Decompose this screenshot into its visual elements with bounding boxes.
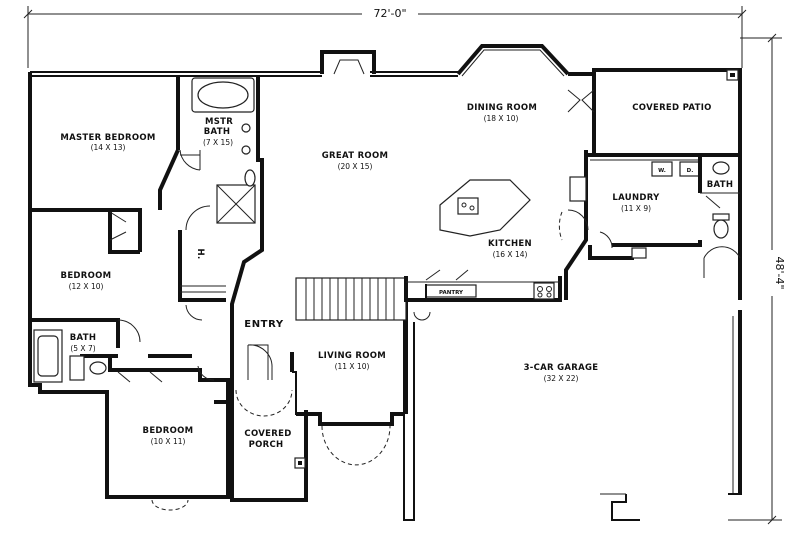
master-bath-label-2: BATH [204,127,231,137]
living-room-size: (11 X 10) [335,362,370,371]
doors [109,89,741,383]
master-bath-label-1: MSTR [205,117,233,127]
bedroom-2-size: (12 X 10) [69,282,104,291]
hall-closet-label: H. [195,249,205,260]
dining-room-size: (18 X 10) [484,114,519,123]
pantry-label: PANTRY [439,290,464,296]
exterior-walls [28,44,742,521]
door-swings [151,211,563,511]
bath-size: (5 X 7) [70,344,95,353]
kitchen-label: KITCHEN [488,239,532,249]
staircase [305,278,395,320]
covered-patio-label: COVERED PATIO [632,103,711,113]
living-room-label: LIVING ROOM [318,351,386,361]
width-dimension-label: 72'-0" [373,7,406,20]
master-bedroom-label: MASTER BEDROOM [60,133,155,143]
garage-label: 3-CAR GARAGE [524,363,599,373]
dining-room-label: DINING ROOM [467,103,537,113]
master-bedroom-size: (14 X 13) [91,143,126,152]
garage-size: (32 X 22) [544,374,579,383]
bedroom-3-size: (10 X 11) [151,437,186,446]
laundry-bath-label: BATH [707,180,734,190]
great-room-size: (20 X 15) [338,162,373,171]
room-labels: MASTER BEDROOM (14 X 13) MSTR BATH (7 X … [60,103,733,450]
entry-label: ENTRY [244,319,284,330]
covered-porch-label-1: COVERED [244,429,291,439]
laundry-size: (11 X 9) [621,204,651,213]
kitchen-size: (16 X 14) [493,250,528,259]
interior-walls [30,69,740,502]
bedroom-3-label: BEDROOM [143,426,194,436]
bath-label: BATH [70,333,97,343]
dryer-label: D. [687,168,694,174]
master-bath-size: (7 X 15) [203,138,233,147]
covered-porch-label-2: PORCH [249,440,284,450]
width-dimension: 72'-0" [23,6,747,68]
depth-dimension-label: 48'-4" [773,256,786,289]
bath-fixtures [33,329,107,383]
master-bath-fixtures [191,77,256,187]
great-room-label: GREAT ROOM [322,151,388,161]
washer-label: W. [658,168,666,174]
depth-dimension: 48'-4" [728,33,786,525]
bedroom-2-label: BEDROOM [61,271,112,281]
laundry-label: LAUNDRY [612,193,660,203]
